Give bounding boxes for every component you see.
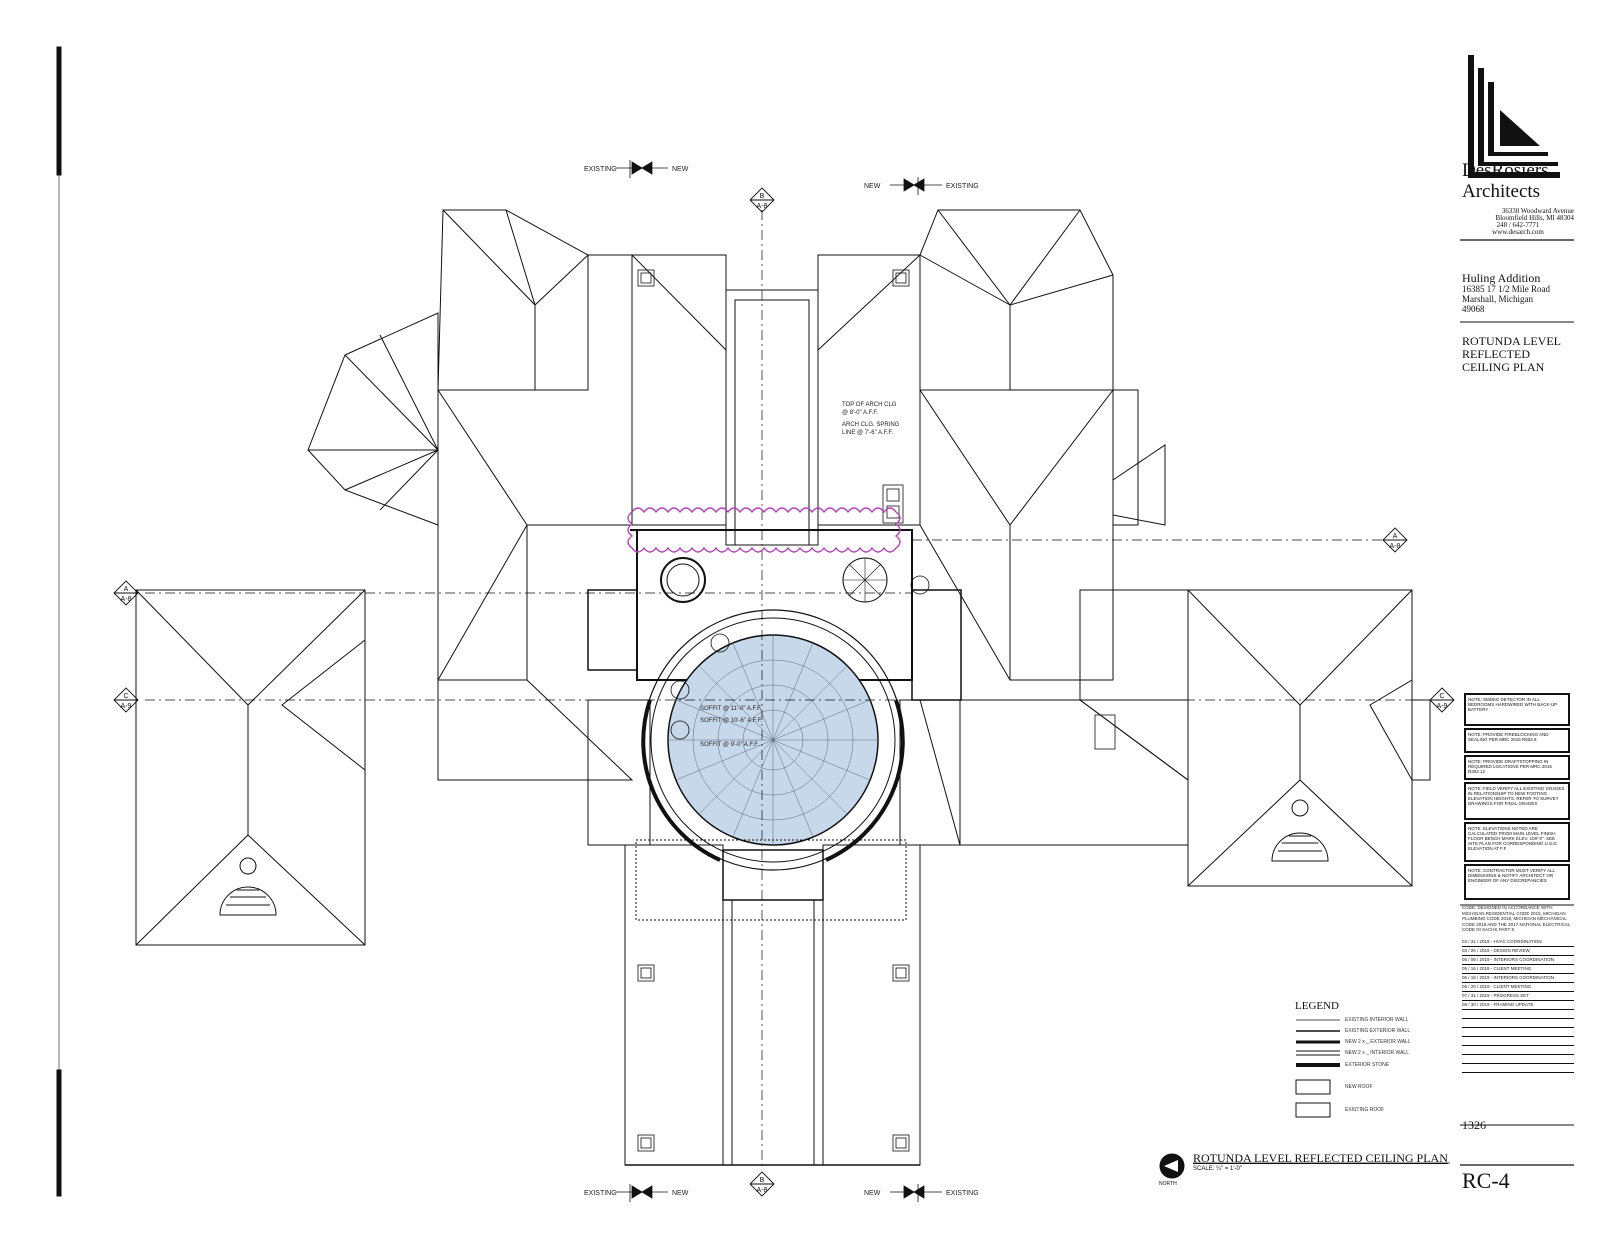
marker-c-west-letter: C	[123, 693, 128, 700]
matchline-existing-se: EXISTING	[946, 1190, 979, 1197]
marker-a-east-sheet: A-8	[1390, 543, 1401, 550]
revision-cloud	[627, 507, 901, 553]
legend-item: NEW 2 x _ EXTERIOR WALL	[1345, 1039, 1411, 1045]
firm-address-line2: Bloomfield Hills, MI 48304	[1495, 214, 1574, 222]
vent-west-icon	[219, 857, 277, 916]
marker-c-east-sheet: A-9	[1437, 703, 1448, 710]
vent-east-icon	[1271, 799, 1329, 862]
west-wing-roof	[135, 589, 366, 946]
section-marker-c-west	[113, 687, 139, 713]
sheet-title: ROTUNDA LEVEL REFLECTED CEILING PLAN	[1462, 335, 1574, 374]
marker-b-top-letter: B	[760, 193, 765, 200]
north-corridor	[725, 289, 819, 546]
note-4: NOTE: FIELD VERIFY ALL EXISTING GRADES I…	[1464, 782, 1570, 820]
job-number: 1326	[1462, 1118, 1486, 1132]
firm-name: DesRosiers Architects	[1462, 160, 1574, 202]
note-1: NOTE: SMOKE DETECTOR IN ALL BEDROOMS HAR…	[1464, 693, 1570, 726]
legend-swatches	[1295, 1019, 1340, 1118]
project-street: 16385 17 1/2 Mile Road	[1462, 284, 1550, 294]
revision-row: 05 / 16 / 2019 - CLIENT MEETING	[1462, 964, 1574, 974]
project-name: Huling Addition	[1462, 271, 1541, 285]
legend-item: EXISTING ROOF	[1345, 1107, 1385, 1113]
matchline-existing-nw: EXISTING	[584, 166, 617, 173]
sheet-title-line2: REFLECTED	[1462, 347, 1530, 361]
matchline-new-nw: NEW	[672, 166, 689, 173]
sheet-number: RC-4	[1462, 1168, 1510, 1193]
project-zip: 49068	[1462, 304, 1485, 314]
section-marker-b-bottom	[749, 1171, 775, 1197]
legend-title: LEGEND	[1295, 1000, 1339, 1012]
legend-item: EXISTING EXTERIOR WALL	[1345, 1028, 1411, 1034]
firm-name-line1: DesRosiers	[1462, 160, 1549, 181]
legend-item: NEW 2 x _ INTERIOR WALL	[1345, 1050, 1409, 1056]
matchline-new-sw: NEW	[672, 1190, 689, 1197]
note-soffit-1: SOFFIT @ 11'-0" A.F.F.	[700, 706, 762, 712]
firm-phone: 248 / 642-7771	[1496, 221, 1540, 229]
matchline-new-ne: NEW	[864, 183, 881, 190]
matchline-existing-sw: EXISTING	[584, 1190, 617, 1197]
project-city: Marshall, Michigan	[1462, 294, 1533, 304]
matchline-existing-ne: EXISTING	[946, 183, 979, 190]
marker-b-bottom-letter: B	[760, 1177, 765, 1184]
firm-name-line2: Architects	[1462, 181, 1541, 202]
north-label: NORTH	[1159, 1181, 1177, 1187]
marker-b-bottom-sheet: A-8	[757, 1187, 768, 1194]
matchline-new-se: NEW	[864, 1190, 881, 1197]
marker-c-east-letter: C	[1439, 693, 1444, 700]
south-corridor	[722, 899, 824, 1166]
note-arch-top-1: TOP OF ARCH CLG	[842, 402, 897, 408]
sheet-title-line1: ROTUNDA LEVEL	[1462, 334, 1561, 348]
firm-logo-icon	[1468, 55, 1560, 178]
marker-a-west-letter: A	[124, 586, 129, 593]
revision-row: 07 / 31 / 2019 - PROGRESS SET	[1462, 991, 1574, 1001]
legend-item: EXISTING INTERIOR WALL	[1345, 1017, 1409, 1023]
note-arch-spring-2: LINE @ 7'-6" A.F.F.	[842, 430, 893, 436]
north-arrow-icon	[1159, 1153, 1185, 1179]
border-bar-bottom	[56, 1069, 62, 1197]
revision-row: 03 / 31 / 2019 - HVAC COORDINATION	[1462, 937, 1574, 947]
drawing-scale: SCALE: ¼" = 1'-0"	[1193, 1166, 1242, 1172]
marker-c-west-sheet: A-9	[121, 703, 132, 710]
section-marker-a-west	[113, 580, 139, 606]
section-marker-c-east	[1429, 687, 1455, 713]
firm-address-line1: 36330 Woodward Avenue	[1501, 207, 1574, 215]
section-marker-a-east	[1382, 527, 1408, 553]
matchline-arrow-icon	[631, 161, 643, 175]
firm-address: 36330 Woodward Avenue Bloomfield Hills, …	[1462, 208, 1574, 236]
note-soffit-2: SOFFIT @ 10'-6" A.F.F.	[700, 718, 763, 724]
project-info: Huling Addition 16385 17 1/2 Mile Road M…	[1462, 272, 1574, 314]
marker-a-east-letter: A	[1393, 533, 1398, 540]
revision-row: 05 / 08 / 2019 - INTERIORS COORDINATION	[1462, 955, 1574, 965]
marker-a-west-sheet: A-8	[121, 596, 132, 603]
note-soffit-3: SOFFIT @ 9'-0" A.F.F.	[700, 742, 759, 748]
drawing-title: ROTUNDA LEVEL REFLECTED CEILING PLAN	[1193, 1151, 1448, 1165]
note-arch-top-2: @ 8'-0" A.F.F.	[842, 410, 878, 416]
note-2: NOTE: PROVIDE FIREBLOCKING AND SEALING P…	[1464, 728, 1570, 753]
revision-row: 03 / 26 / 2019 - DESIGN REVIEW	[1462, 946, 1574, 956]
sheet-title-line3: CEILING PLAN	[1462, 360, 1545, 374]
section-marker-b-top	[749, 187, 775, 213]
border-bar-top	[56, 46, 62, 176]
note-3: NOTE: PROVIDE DRAFTSTOPPING IN REQUIRED …	[1464, 755, 1570, 780]
note-5: NOTE: ELEVATIONS NOTED ARE CALCULATED FR…	[1464, 822, 1570, 862]
revision-row: 08 / 30 / 2019 - FRAMING UPDATE	[1462, 1000, 1574, 1010]
legend-item: EXTERIOR STONE	[1345, 1062, 1390, 1068]
legend-item: NEW ROOF	[1345, 1084, 1373, 1090]
revision-row: 06 / 20 / 2019 - CLIENT MEETING	[1462, 982, 1574, 992]
firm-web: www.desarch.com	[1492, 228, 1544, 236]
marker-b-top-sheet: A-8	[757, 203, 768, 210]
revision-row: 06 / 18 / 2019 - INTERIORS COORDINATION	[1462, 973, 1574, 983]
note-6: NOTE: CONTRACTOR MUST VERIFY ALL DIMENSI…	[1464, 864, 1570, 900]
code-note: CODE: DESIGNED IN ACCORDANCE WITH MICHIG…	[1462, 905, 1571, 932]
note-arch-spring-1: ARCH CLG. SPRING	[842, 422, 900, 428]
